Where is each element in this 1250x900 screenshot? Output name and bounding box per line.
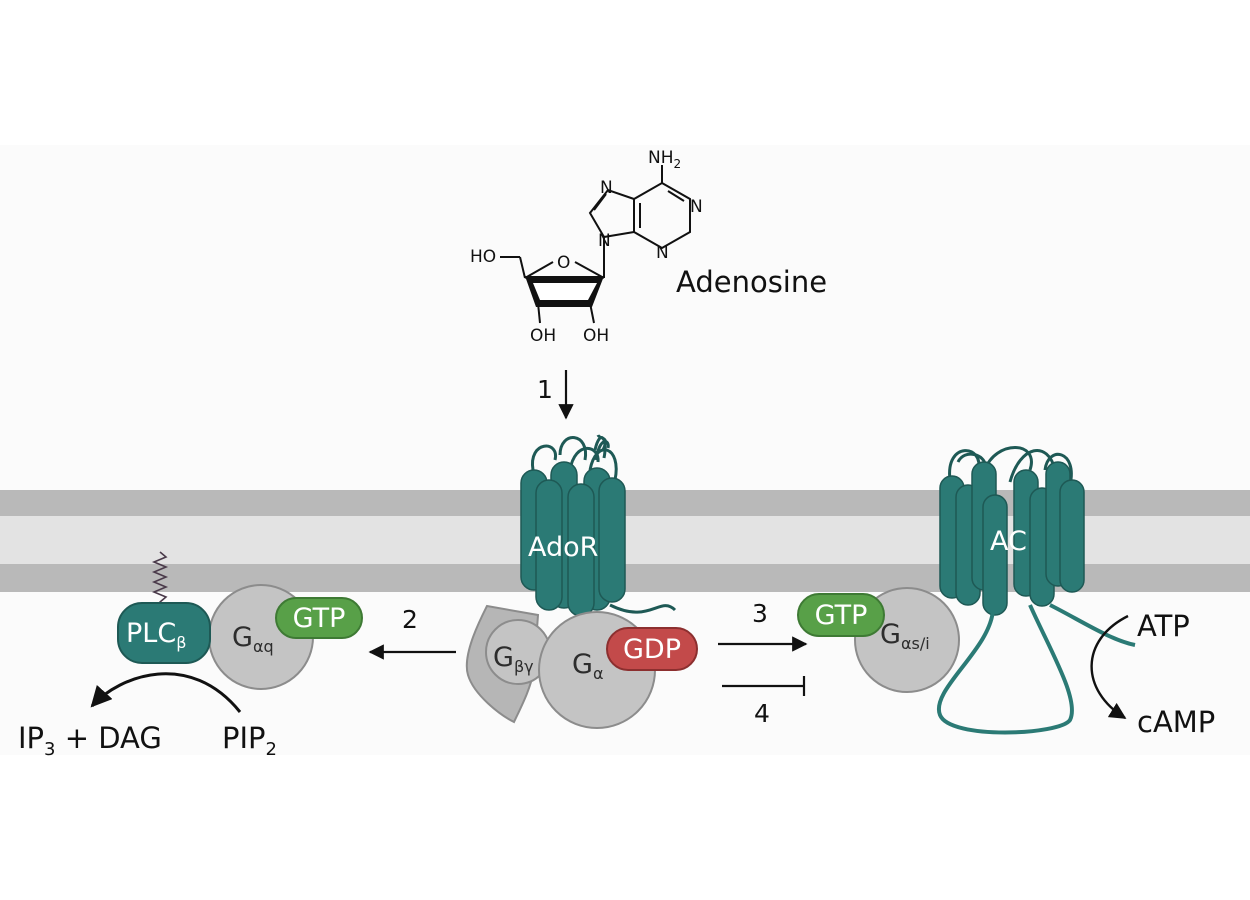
n9-label: N [598, 231, 611, 251]
hydroxyl-2-label: OH [583, 326, 609, 346]
atp-label: ATP [1137, 609, 1190, 643]
n3-label: N [656, 243, 669, 263]
step-1-label: 1 [537, 375, 553, 404]
gtp-badge-left [275, 597, 363, 639]
ip3-dag-label: IP3 + DAG [18, 721, 162, 760]
n7-label: N [600, 178, 613, 198]
g-alpha-s-i-label: Gαs/i [880, 619, 930, 653]
atp-conversion-arrow [1090, 614, 1129, 720]
lipid-anchor [151, 551, 169, 606]
plc-beta-enzyme [117, 602, 211, 664]
step-3-label: 3 [752, 599, 768, 628]
gdp-label: GDP [623, 634, 681, 665]
hydroxyl-5-label: HO [470, 247, 496, 267]
adenosine-structure [500, 165, 691, 324]
step-4-label: 4 [754, 699, 770, 728]
amine-label: NH2 [648, 148, 681, 171]
adenosine-label: Adenosine [676, 265, 827, 299]
ring-oxygen-label: O [557, 253, 570, 273]
cytoplasmic-loop [936, 604, 1074, 735]
g-beta-gamma-label: Gβγ [493, 642, 534, 676]
gdp-badge [606, 627, 698, 671]
plc-pathway: Gαq PLCβ GTP [90, 551, 363, 713]
gtp-left-label: GTP [293, 603, 346, 634]
hydroxyl-3-label: OH [530, 326, 556, 346]
pip2-label: PIP2 [222, 721, 277, 760]
n1-label: N [690, 197, 703, 217]
ribose-wedge-inner [533, 283, 597, 300]
ador-receptor: AdoR [520, 434, 677, 617]
ac-label: AC [990, 526, 1027, 557]
ador-label: AdoR [528, 532, 598, 563]
step-2-label: 2 [402, 605, 418, 634]
adenylyl-cyclase: AC [936, 446, 1136, 735]
catalytic-tail [1049, 603, 1136, 647]
pip2-conversion-arrow [90, 672, 242, 713]
g-protein-complex: Gβγ Gα GDP [465, 604, 698, 729]
gtp-right-label: GTP [815, 600, 868, 631]
g-alpha-q-label: Gαq [232, 622, 274, 656]
camp-label: cAMP [1137, 705, 1215, 739]
gtp-badge-right [797, 593, 885, 637]
g-alpha-s-i-complex: Gαs/i GTP [797, 587, 960, 693]
plc-beta-label: PLCβ [126, 618, 186, 652]
step-4-inhibition [722, 676, 806, 696]
g-alpha-label: Gα [572, 649, 603, 683]
